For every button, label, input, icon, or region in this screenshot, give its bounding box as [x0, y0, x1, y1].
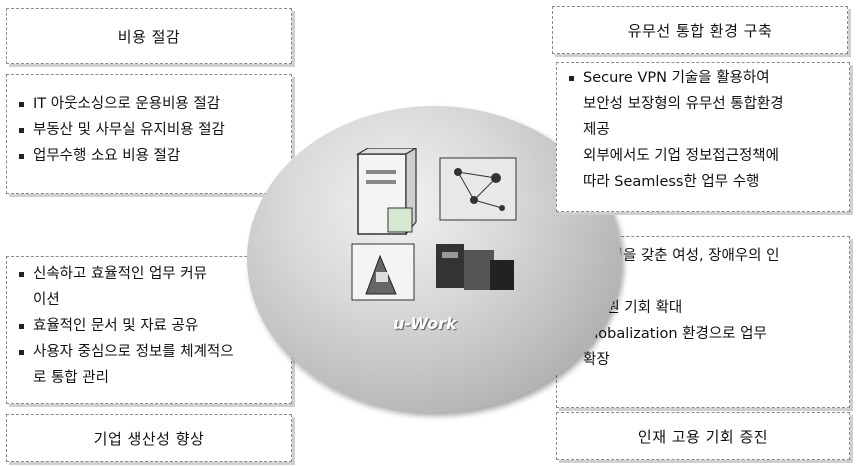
hiring-title-box: 인재 고용 기회 증진 — [556, 412, 850, 460]
hiring-line: Globalization 환경으로 업무 — [567, 321, 839, 347]
productivity-title-box: 기업 생산성 향상 — [6, 414, 292, 462]
user-workstation-icon — [351, 243, 415, 301]
office-equipment-icon — [436, 244, 514, 290]
network-line: 보안성 보장형의 유무선 통합환경 — [583, 96, 784, 112]
productivity-line: 신속하고 효율적인 업무 커뮤 — [17, 261, 281, 287]
cost-title-box: 비용 절감 — [6, 8, 292, 64]
network-line: 따라 Seamless한 업무 수행 — [583, 174, 760, 190]
network-map-icon — [439, 157, 517, 221]
productivity-line: 효율적인 문서 및 자료 공유 — [17, 313, 281, 339]
u-work-icons — [351, 148, 517, 301]
hiring-line: 충원 기회 확대 — [593, 300, 683, 316]
network-line: 외부에서도 기업 정보접근정책에 — [583, 148, 779, 164]
hiring-line: 전문성을 갖춘 여성, 장애우의 인 — [583, 248, 780, 264]
network-title: 유무선 통합 환경 구축 — [627, 21, 773, 40]
productivity-line: 이션 — [33, 292, 60, 308]
productivity-line: 로 통합 관리 — [33, 370, 109, 386]
productivity-line: 사용자 중심으로 정보를 체계적으 — [17, 339, 281, 365]
server-computer-icon — [355, 148, 418, 236]
cost-item: IT 아웃소싱으로 운용비용 절감 — [17, 91, 281, 117]
hiring-title: 인재 고용 기회 증진 — [637, 427, 769, 446]
u-work-label: u-Work — [393, 314, 457, 333]
cost-content-box: IT 아웃소싱으로 운용비용 절감 부동산 및 사무실 유지비용 절감 업무수행… — [6, 74, 292, 194]
hiring-line: 확장 — [583, 352, 610, 368]
network-content-box: Secure VPN 기술을 활용하여 보안성 보장형의 유무선 통합환경 제공… — [556, 62, 850, 212]
network-line: 제공 — [583, 122, 610, 138]
cost-item: 부동산 및 사무실 유지비용 절감 — [17, 117, 281, 143]
productivity-content-box: 신속하고 효율적인 업무 커뮤 이션 효율적인 문서 및 자료 공유 사용자 중… — [6, 256, 292, 404]
network-title-box: 유무선 통합 환경 구축 — [552, 6, 848, 54]
cost-title: 비용 절감 — [117, 27, 181, 46]
network-line: Secure VPN 기술을 활용하여 — [567, 65, 839, 91]
cost-item: 업무수행 소요 비용 절감 — [17, 143, 281, 169]
productivity-title: 기업 생산성 향상 — [93, 429, 205, 448]
